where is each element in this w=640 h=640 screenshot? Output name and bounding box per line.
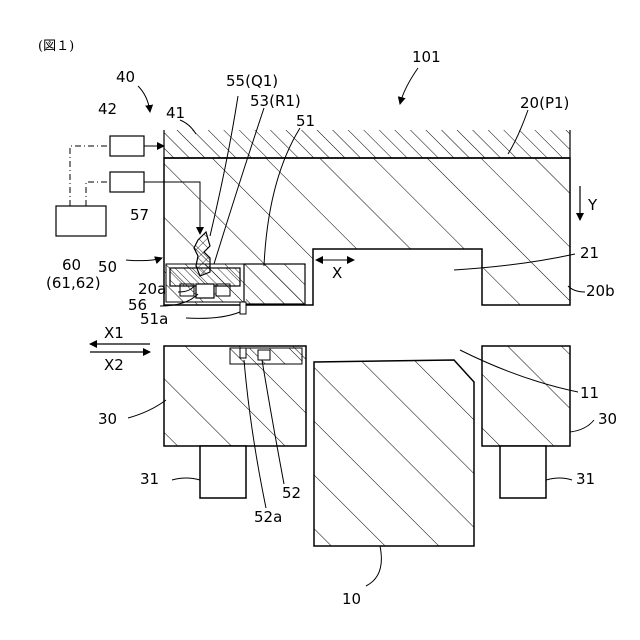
label-40: 40	[116, 68, 135, 86]
label-10: 10	[342, 590, 361, 608]
post-31-right	[500, 446, 546, 498]
box-42	[110, 136, 144, 156]
label-55: 55(Q1)	[226, 72, 278, 90]
punch-10	[314, 360, 474, 546]
label-57: 57	[130, 206, 149, 224]
label-Y: Y	[587, 196, 598, 214]
box-57	[110, 172, 144, 192]
label-X1: X1	[104, 324, 124, 342]
label-42: 42	[98, 100, 117, 118]
label-31-right: 31	[576, 470, 595, 488]
block-53	[244, 264, 305, 304]
label-11: 11	[580, 384, 599, 402]
label-60: 60	[62, 256, 81, 274]
label-52: 52	[282, 484, 301, 502]
label-53: 53(R1)	[250, 92, 301, 110]
label-51: 51	[296, 112, 315, 130]
label-31-left: 31	[140, 470, 159, 488]
label-61-62: (61,62)	[46, 274, 101, 292]
label-X: X	[332, 264, 342, 282]
label-51a: 51a	[140, 310, 168, 328]
element-56	[196, 284, 214, 298]
label-50: 50	[98, 258, 117, 276]
pin-51a	[240, 302, 246, 314]
label-41: 41	[166, 104, 185, 122]
label-52a: 52a	[254, 508, 282, 526]
controller-60	[56, 206, 106, 236]
label-20: 20(P1)	[520, 94, 569, 112]
figure-label: (図１)	[38, 39, 74, 54]
label-20b: 20b	[586, 282, 615, 300]
signal-lines	[70, 146, 110, 206]
post-31-left	[200, 446, 246, 498]
lower-right-block-30	[482, 346, 570, 446]
label-X2: X2	[104, 356, 124, 374]
label-101: 101	[412, 48, 441, 66]
label-21: 21	[580, 244, 599, 262]
label-30-right: 30	[598, 410, 617, 428]
label-30-left: 30	[98, 410, 117, 428]
upper-plate-41	[164, 130, 570, 158]
